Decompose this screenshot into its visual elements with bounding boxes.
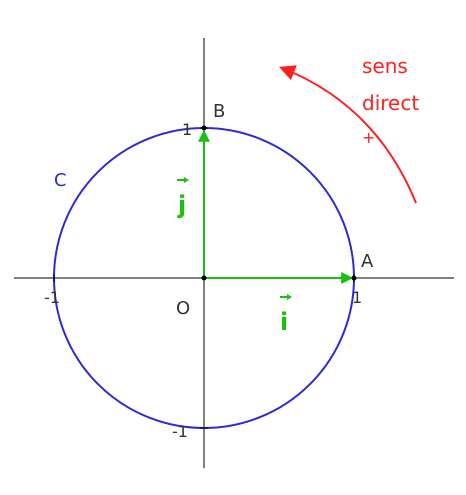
direction-sign: + — [362, 128, 375, 147]
direction-arc-arrow-icon — [279, 65, 417, 204]
direction-label-line1: sens — [362, 54, 408, 78]
origin-label: O — [176, 298, 190, 319]
vector-i-arrowhead-icon — [287, 294, 292, 300]
point-b — [201, 125, 207, 131]
origin-point — [201, 275, 207, 281]
direction-label-line2: direct — [362, 91, 419, 115]
vector-i-label: i — [280, 308, 288, 336]
vector-j-label: j — [177, 191, 186, 219]
circle-label: C — [54, 170, 67, 191]
tick-label-x-neg: -1 — [44, 288, 60, 307]
point-a-label: A — [361, 251, 374, 272]
point-b-label: B — [213, 101, 225, 122]
point-a — [351, 275, 357, 281]
vector-j-arrowhead-icon — [184, 177, 189, 183]
tick-label-y-pos: 1 — [182, 120, 192, 139]
tick-label-x-pos: 1 — [352, 288, 362, 307]
tick-label-y-neg: -1 — [172, 422, 188, 441]
